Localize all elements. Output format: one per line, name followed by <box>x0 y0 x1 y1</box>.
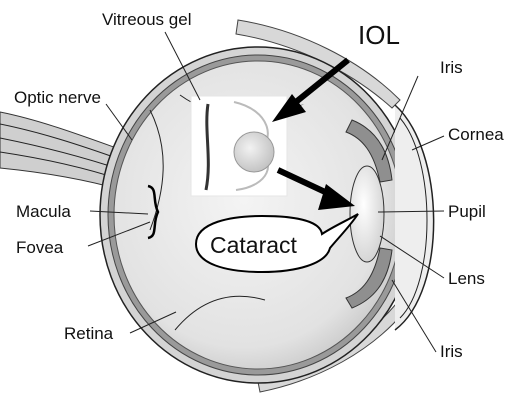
label-cataract: Cataract <box>210 232 298 258</box>
natural-lens <box>350 166 384 262</box>
label-vitreous-gel: Vitreous gel <box>102 10 191 29</box>
cornea <box>395 105 434 330</box>
label-optic-nerve: Optic nerve <box>14 88 101 107</box>
label-fovea: Fovea <box>16 238 64 257</box>
label-pupil: Pupil <box>448 202 486 221</box>
label-retina: Retina <box>64 324 114 343</box>
iol-inset <box>191 96 287 196</box>
label-iris-top: Iris <box>440 58 463 77</box>
label-lens: Lens <box>448 269 485 288</box>
label-iol: IOL <box>358 20 400 50</box>
label-cornea: Cornea <box>448 125 504 144</box>
label-macula: Macula <box>16 202 71 221</box>
label-iris-bottom: Iris <box>440 342 463 361</box>
